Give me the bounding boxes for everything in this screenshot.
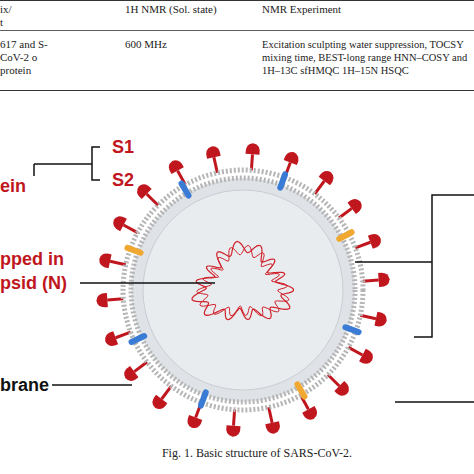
part-label: ein [0,174,40,198]
rna-strand [192,242,293,320]
spike-protein [96,292,124,308]
spike-protein [149,382,177,412]
membrane-protein-body [177,179,192,199]
spike-head [374,312,388,328]
membrane-protein [335,228,355,243]
leader-line [414,195,474,337]
membrane-protein-body [197,389,209,410]
spike-head [347,196,364,214]
spike-protein [323,370,352,399]
membrane-protein [342,323,363,335]
part-label: brane [0,373,60,397]
spike-protein [353,232,383,255]
spike-head [205,145,221,159]
spike-head [359,349,375,367]
membrane-protein-group [124,171,363,410]
membrane-protein-body [128,332,149,346]
spike-head [103,331,118,348]
table-rule [0,90,474,91]
spike-stalk [133,361,148,373]
leader-line [355,261,432,263]
table-cell: 600 MHz [125,38,245,51]
spike-protein [185,400,208,430]
spike-stalk [348,346,363,356]
membrane-protein-body [124,244,145,256]
rna-strand [197,246,289,316]
spike-head [378,272,390,287]
lipid-bilayer [131,178,355,402]
membrane-protein-body [335,228,355,243]
spike-head [166,158,184,174]
membrane-protein [276,171,288,192]
spike-head [368,232,383,249]
spike-head [302,406,320,422]
spike-head [121,366,138,384]
spike-protein [262,406,282,435]
figure-caption: Fig. 1. Basic structure of SARS-CoV-2. [40,446,474,461]
part-label: S1 [112,135,152,159]
membrane-protein [128,332,149,346]
spike-head [245,143,260,155]
membrane-protein [177,179,192,199]
membrane-protein-body [293,380,308,400]
table-cell: 617 and S-CoV-2 o protein [0,38,52,77]
spike-head [226,425,241,437]
table-cell: ix/ t [0,3,17,29]
spike-head [284,150,301,165]
part-label: pped in psid (N) [0,247,82,295]
part-label: S2 [112,168,152,192]
spike-head [110,214,126,232]
lipid-bilayer [123,170,363,410]
spike-group [96,143,390,437]
capsid-interior [131,178,355,402]
table-rule [0,0,474,1]
membrane-protein-body [276,171,288,192]
table-rule [0,30,474,31]
spike-head [265,421,281,435]
bracket [33,164,35,176]
spike-protein [226,409,242,437]
leader-line [395,401,474,403]
spike-head [149,395,167,412]
leader-line [80,282,215,284]
bracket [34,163,92,165]
spike-protein [134,181,163,210]
spike-stalk [115,331,131,339]
spike-head [185,415,202,430]
spike-head [319,168,337,185]
spike-head [334,381,352,399]
capsid-interior [143,190,343,390]
spike-protein [362,272,390,288]
membrane-protein-body [342,323,363,335]
spike-head [96,293,108,308]
membrane-protein [293,380,308,400]
spike-stalk [146,193,159,206]
bracket [92,147,100,180]
spike-head [134,181,152,199]
spike-head [98,252,112,268]
membrane-protein [197,389,209,410]
spike-protein [205,145,225,174]
spike-stalk [327,374,340,387]
membrane-protein [124,244,145,256]
leader-line [52,384,132,386]
table-cell: NMR Experiment [262,3,462,16]
table-cell: 1H NMR (Sol. state) [125,3,255,16]
table-cell: Excitation sculpting water suppression, … [262,38,472,77]
spike-stalk [355,241,371,249]
spike-protein [244,143,260,171]
